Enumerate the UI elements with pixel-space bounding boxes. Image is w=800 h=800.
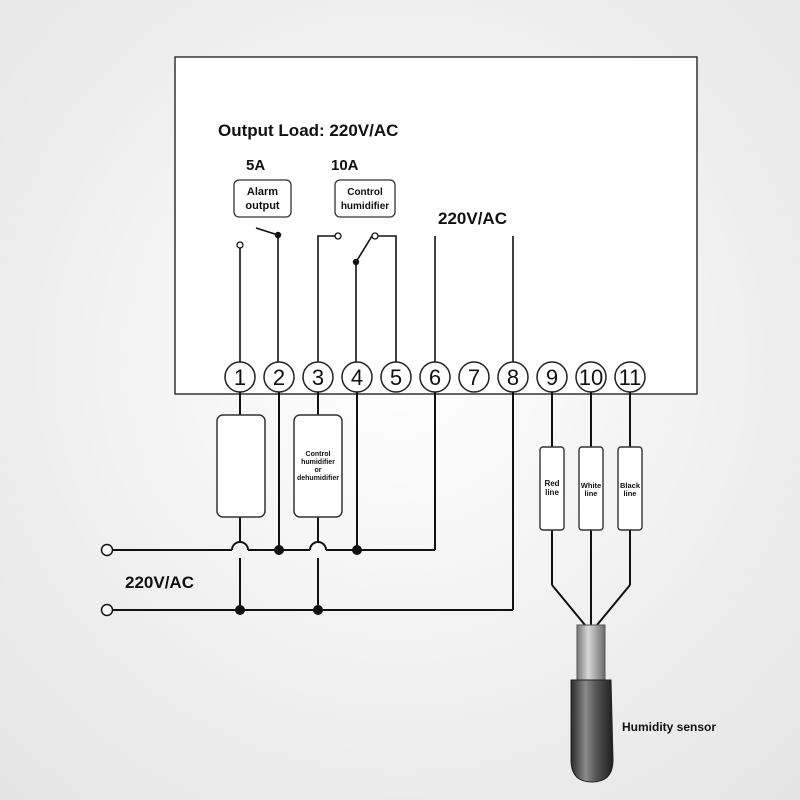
terminal-5: 5 (390, 365, 402, 390)
terminal-9: 9 (546, 365, 558, 390)
alarm-output-box: Alarm output (233, 179, 292, 218)
humidity-sensor-label: Humidity sensor (622, 720, 716, 734)
terminal-6: 6 (429, 365, 441, 390)
terminal-7: 7 (468, 365, 480, 390)
alarm-box-line2: output (245, 200, 280, 212)
supply-label-inner: 220V/AC (438, 209, 507, 228)
terminal-1: 1 (234, 365, 246, 390)
load2-line2: humidifier (301, 459, 335, 466)
supply-label-outer: 220V/AC (125, 573, 194, 592)
load2-line1: Control (306, 451, 331, 458)
terminal-10: 10 (579, 365, 603, 390)
sensor-wiring (551, 392, 631, 626)
load2-line3: or (315, 467, 322, 474)
black-line-label2: line (624, 489, 637, 498)
load2-line4: dehumidifier (297, 475, 339, 482)
white-line-label1: White (581, 481, 601, 490)
terminal-11: 11 (619, 365, 642, 390)
control-current-label: 10A (331, 157, 359, 174)
terminal-4: 4 (351, 365, 363, 390)
terminal-block: 1 2 3 4 5 6 7 8 9 10 11 (224, 361, 646, 393)
control-box-line1: Control (347, 187, 383, 198)
humidity-sensor-probe (570, 624, 614, 783)
red-line-label2: line (545, 488, 559, 497)
terminal-2: 2 (273, 365, 285, 390)
alarm-load-box (216, 414, 266, 518)
red-line-label1: Red (544, 479, 559, 488)
white-line-label2: line (585, 489, 598, 498)
output-load-title: Output Load: 220V/AC (218, 121, 398, 140)
controller-box (174, 56, 698, 395)
terminal-8: 8 (507, 365, 519, 390)
white-line-tag: White line (578, 446, 604, 531)
external-wiring (100, 392, 514, 617)
control-box-line2: humidifier (341, 201, 389, 212)
humidifier-load-box: Control humidifier or dehumidifier (293, 414, 343, 518)
alarm-box-line1: Alarm (247, 186, 278, 198)
relay-contacts (236, 227, 514, 365)
terminal-3: 3 (312, 365, 324, 390)
control-humidifier-box: Control humidifier (334, 179, 396, 218)
black-line-label1: Black (620, 481, 641, 490)
red-line-tag: Red line (539, 446, 565, 531)
black-line-tag: Black line (617, 446, 643, 531)
alarm-current-label: 5A (246, 157, 265, 174)
